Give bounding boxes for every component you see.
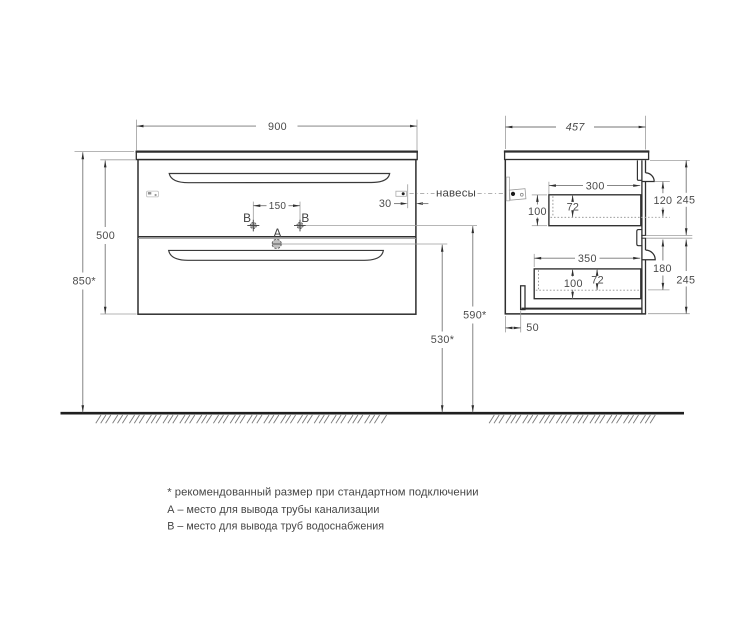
svg-text:А – место для вывода трубы кан: А – место для вывода трубы канализации bbox=[167, 504, 379, 516]
svg-text:245: 245 bbox=[676, 195, 695, 207]
svg-text:72: 72 bbox=[591, 275, 604, 287]
svg-text:245: 245 bbox=[676, 275, 695, 287]
svg-text:150: 150 bbox=[269, 201, 287, 212]
svg-text:72: 72 bbox=[567, 201, 580, 213]
svg-text:500: 500 bbox=[96, 230, 115, 242]
svg-text:900: 900 bbox=[268, 121, 287, 133]
svg-text:850*: 850* bbox=[72, 276, 96, 288]
svg-text:350: 350 bbox=[578, 253, 597, 265]
svg-text:457: 457 bbox=[566, 122, 586, 134]
svg-text:50: 50 bbox=[526, 322, 539, 334]
svg-text:навесы: навесы bbox=[436, 188, 476, 200]
svg-text:300: 300 bbox=[586, 180, 605, 192]
svg-text:B: B bbox=[301, 211, 309, 225]
svg-text:120: 120 bbox=[653, 195, 672, 207]
svg-text:100: 100 bbox=[528, 206, 547, 218]
svg-text:B: B bbox=[243, 211, 251, 225]
svg-text:590*: 590* bbox=[463, 310, 487, 322]
svg-text:В – место для вывода труб водо: В – место для вывода труб водоснабжения bbox=[167, 521, 384, 533]
svg-text:30: 30 bbox=[379, 198, 392, 210]
svg-text:* рекомендованный размер при с: * рекомендованный размер при стандартном… bbox=[167, 486, 478, 498]
svg-text:100: 100 bbox=[564, 278, 583, 290]
svg-text:530*: 530* bbox=[431, 334, 455, 346]
svg-text:A: A bbox=[274, 226, 282, 240]
svg-text:180: 180 bbox=[653, 263, 672, 275]
